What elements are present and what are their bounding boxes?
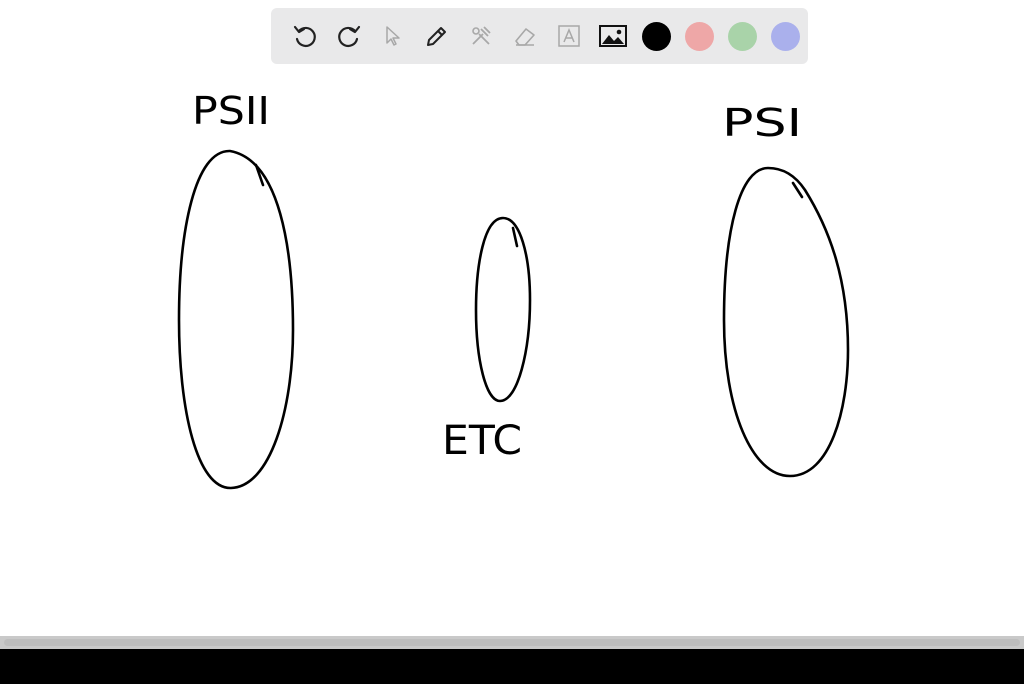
undo-button[interactable] (283, 14, 327, 58)
horizontal-scrollbar[interactable] (0, 636, 1024, 649)
color-swatch-red[interactable] (685, 21, 714, 51)
scrollbar-thumb[interactable] (4, 639, 1020, 646)
tools-icon (472, 26, 491, 45)
etc-stroke-end (511, 226, 519, 248)
pen-button[interactable] (415, 14, 459, 58)
redo-icon (338, 25, 361, 48)
bottom-bar (0, 649, 1024, 684)
image-button[interactable] (591, 14, 635, 58)
psii-ellipse (177, 149, 295, 490)
etc-label: ETC (442, 418, 522, 464)
drawing-canvas[interactable]: PSII ETC PSI (0, 0, 1024, 636)
tools-button[interactable] (459, 14, 503, 58)
drawing-toolbar (271, 8, 808, 64)
undo-icon (293, 25, 316, 48)
redo-button[interactable] (327, 14, 371, 58)
eraser-button[interactable] (503, 14, 547, 58)
image-icon (599, 25, 627, 47)
text-box-button[interactable] (547, 14, 591, 58)
psi-label: PSI (722, 101, 802, 145)
psi-stroke-end (791, 181, 804, 199)
color-swatch-black[interactable] (642, 21, 671, 51)
select-button[interactable] (371, 14, 415, 58)
text-box-icon (558, 25, 580, 47)
psii-label: PSII (192, 89, 270, 133)
pen-icon (427, 27, 446, 46)
color-swatch-green[interactable] (728, 21, 757, 51)
psii-stroke-end (254, 163, 265, 187)
eraser-icon (515, 28, 535, 46)
color-swatch-blue[interactable] (771, 21, 800, 51)
psi-ellipse (722, 166, 850, 478)
etc-ellipse (474, 216, 532, 403)
select-pointer-icon (386, 26, 400, 46)
